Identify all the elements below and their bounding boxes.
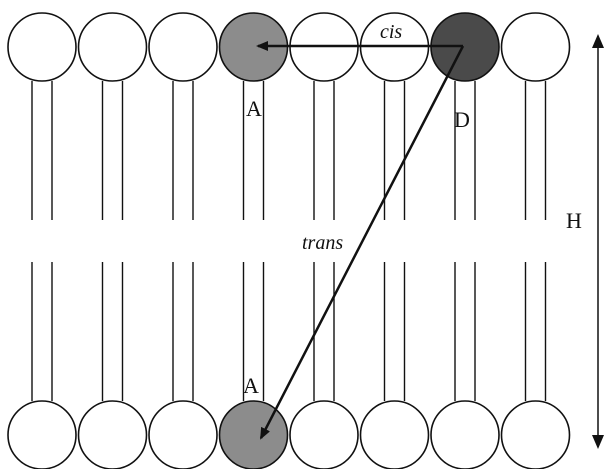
lipid-headgroup-top: [7, 12, 77, 82]
height-label: H: [566, 208, 582, 233]
height-arrowhead-bottom: [592, 435, 604, 449]
height-arrowhead-top: [592, 34, 604, 48]
lipid-headgroup-bottom: [430, 400, 500, 469]
height-indicator: [592, 34, 604, 449]
acceptor-headgroup-bottom: [218, 400, 289, 469]
lipid-headgroup-bottom: [148, 400, 218, 469]
lipid-headgroup-top: [77, 12, 148, 82]
acceptor-label-top: A: [246, 96, 262, 121]
acceptor-label-bottom: A: [243, 373, 259, 398]
lipid-headgroup-bottom: [77, 400, 148, 469]
donor-label: D: [454, 107, 470, 132]
cis-label: cis: [380, 21, 403, 43]
lipid-bilayer: [7, 12, 571, 469]
lipid-headgroup-top: [500, 12, 571, 82]
trans-label: trans: [302, 232, 344, 254]
lipid-headgroup-bottom: [7, 400, 77, 469]
lipid-headgroup-bottom: [289, 400, 359, 469]
lipid-headgroup-bottom: [359, 400, 430, 469]
lipid-headgroup-top: [148, 12, 218, 82]
trans-arrow: [259, 45, 465, 440]
lipid-headgroup-bottom: [500, 400, 571, 469]
transfer-arrows: [256, 41, 465, 440]
